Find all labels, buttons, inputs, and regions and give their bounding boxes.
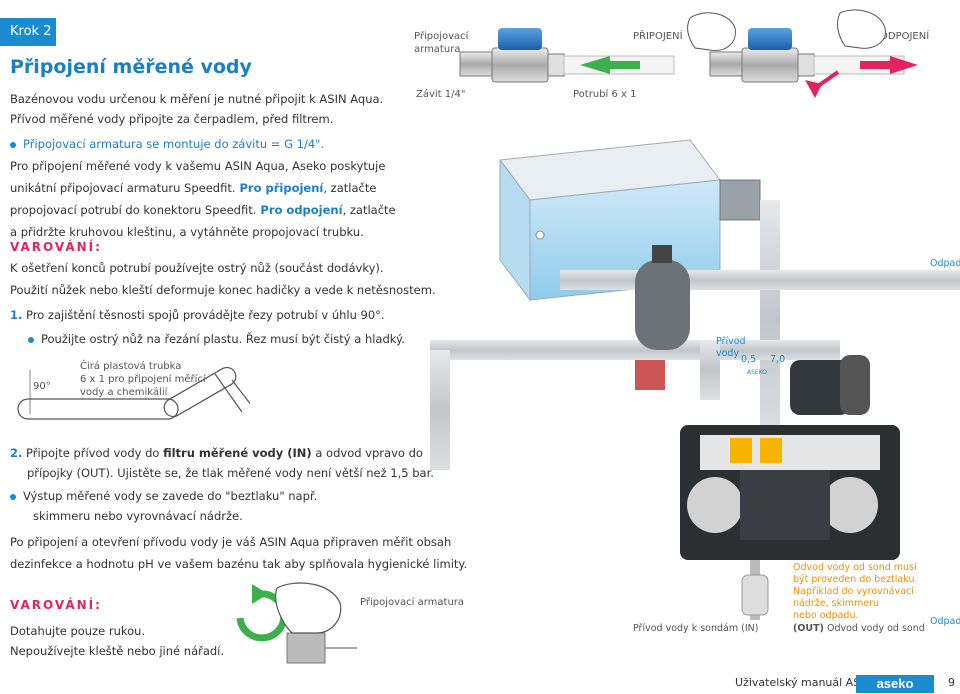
pipe (760, 200, 780, 440)
step-number: 1. (10, 308, 23, 322)
intro-line: Přívod měřené vody připojte za čerpadlem… (10, 112, 334, 126)
device-brand: ASEKO (747, 369, 768, 376)
rotate-arrow-icon (236, 590, 288, 642)
intro-line: Bazénovou vodu určenou k měření je nutné… (10, 92, 384, 106)
bullet-thread: Připojovací armatura se montuje do závit… (10, 134, 324, 154)
pripojeni-label: PŘIPOJENÍ (633, 31, 683, 42)
bullet-dot (10, 141, 16, 148)
sondy-out-label: (OUT) Odvod vody od sond (793, 623, 925, 634)
speedfit-line: unikátní připojovací armaturu Speedfit. … (10, 181, 377, 195)
pipe (430, 340, 840, 360)
warning-label-2: VAROVÁNÍ: (10, 598, 102, 612)
arrow-left-icon (580, 56, 610, 74)
step-1: 1. Pro zajištění těsnosti spojů prováděj… (10, 305, 385, 325)
after-paragraph: Po připojení a otevření přívodu vody je … (10, 535, 468, 571)
fitting-connect (459, 28, 675, 83)
sondy-in-label: Přívod vody k sondám (IN) (633, 623, 759, 634)
knife-blade (214, 373, 250, 413)
warning-text: K ošetření konců potrubí používejte ostr… (10, 257, 436, 301)
hand-icon (837, 9, 886, 49)
warning2-text: Dotahujte pouze rukou.Nepoužívejte klešt… (10, 624, 225, 658)
pump (790, 355, 870, 415)
page-title: Připojení měřené vody (10, 56, 252, 78)
bullet-knife: Použijte ostrý nůž na řezání plastu. Řez… (28, 329, 405, 349)
hand-icon (687, 12, 736, 52)
step-badge: Krok 2 (0, 18, 56, 46)
display-b: 7,0 (770, 354, 786, 365)
hand-tighten-illustration (236, 582, 357, 664)
step-2: 2. Připojte přívod vody do filtru měřené… (10, 443, 434, 483)
bullet-text: Připojovací armatura se montuje do závit… (23, 137, 325, 151)
speedfit-line: a přidržte kruhovou kleštinu, a vytáhnět… (10, 225, 364, 239)
warning-line: Použití nůžek nebo kleští deformuje kone… (10, 283, 436, 297)
bullet-dot (10, 493, 16, 500)
arrow-right-icon (890, 56, 918, 74)
bullet-text: skimmeru nebo vyrovnávací nádrže. (33, 509, 243, 523)
bullet-text: Použijte ostrý nůž na řezání plastu. Řez… (41, 332, 405, 346)
fitting-label: Připojovací armatura (360, 597, 465, 608)
zavit-label: Závit 1/4" (416, 89, 466, 100)
measure-filter (741, 574, 769, 616)
footer-brand-logo: aseko (856, 675, 934, 693)
odpad-label-top: Odpad (930, 258, 960, 269)
pipe (560, 270, 960, 290)
pipe (700, 340, 720, 400)
hand-icon (275, 582, 342, 634)
skimmer (719, 179, 761, 221)
step-2-line: 2. Připojte přívod vody do filtru měřené… (10, 446, 423, 460)
step-2-line: přípojky (OUT). Ujistěte se, že tlak měř… (27, 466, 434, 480)
page-number: 9 (948, 676, 955, 689)
tube-cut-illustration (17, 366, 250, 420)
pipe (430, 350, 450, 470)
potrubi-label: Potrubí 6 x 1 (573, 89, 637, 100)
odpad-label-bottom: Odpad (930, 616, 960, 627)
display-a: 0,5 (741, 354, 757, 365)
fitting-disconnect (709, 28, 905, 83)
intro: Bazénovou vodu určenou k měření je nutné… (10, 89, 383, 129)
tube-left (17, 398, 179, 420)
speedfit-line: Pro připojení měřené vody k vašemu ASIN … (10, 159, 386, 173)
sand-filter (635, 245, 690, 350)
angle-label: 90° (33, 381, 51, 392)
pool-system-diagram (430, 139, 960, 620)
fitting-connect-disconnect (459, 9, 918, 98)
bullet-dot (28, 336, 34, 343)
heater (635, 360, 665, 390)
warning-label: VAROVÁNÍ: (10, 240, 102, 254)
speedfit-paragraph: Pro připojení měřené vody k vašemu ASIN … (10, 155, 396, 243)
tube-right (163, 366, 237, 418)
odpojeni-label: ODPOJENÍ (880, 31, 930, 42)
bullet-output: Výstup měřené vody se zavede do "beztlak… (10, 486, 317, 526)
warning-line: K ošetření konců potrubí používejte ostr… (10, 261, 384, 275)
bullet-text: Výstup měřené vody se zavede do "beztlak… (23, 489, 318, 503)
asin-aqua-device (680, 425, 900, 560)
step-text: Pro zajištění těsnosti spojů provádějte … (22, 308, 385, 322)
speedfit-line: propojovací potrubí do konektoru Speedfi… (10, 203, 396, 217)
